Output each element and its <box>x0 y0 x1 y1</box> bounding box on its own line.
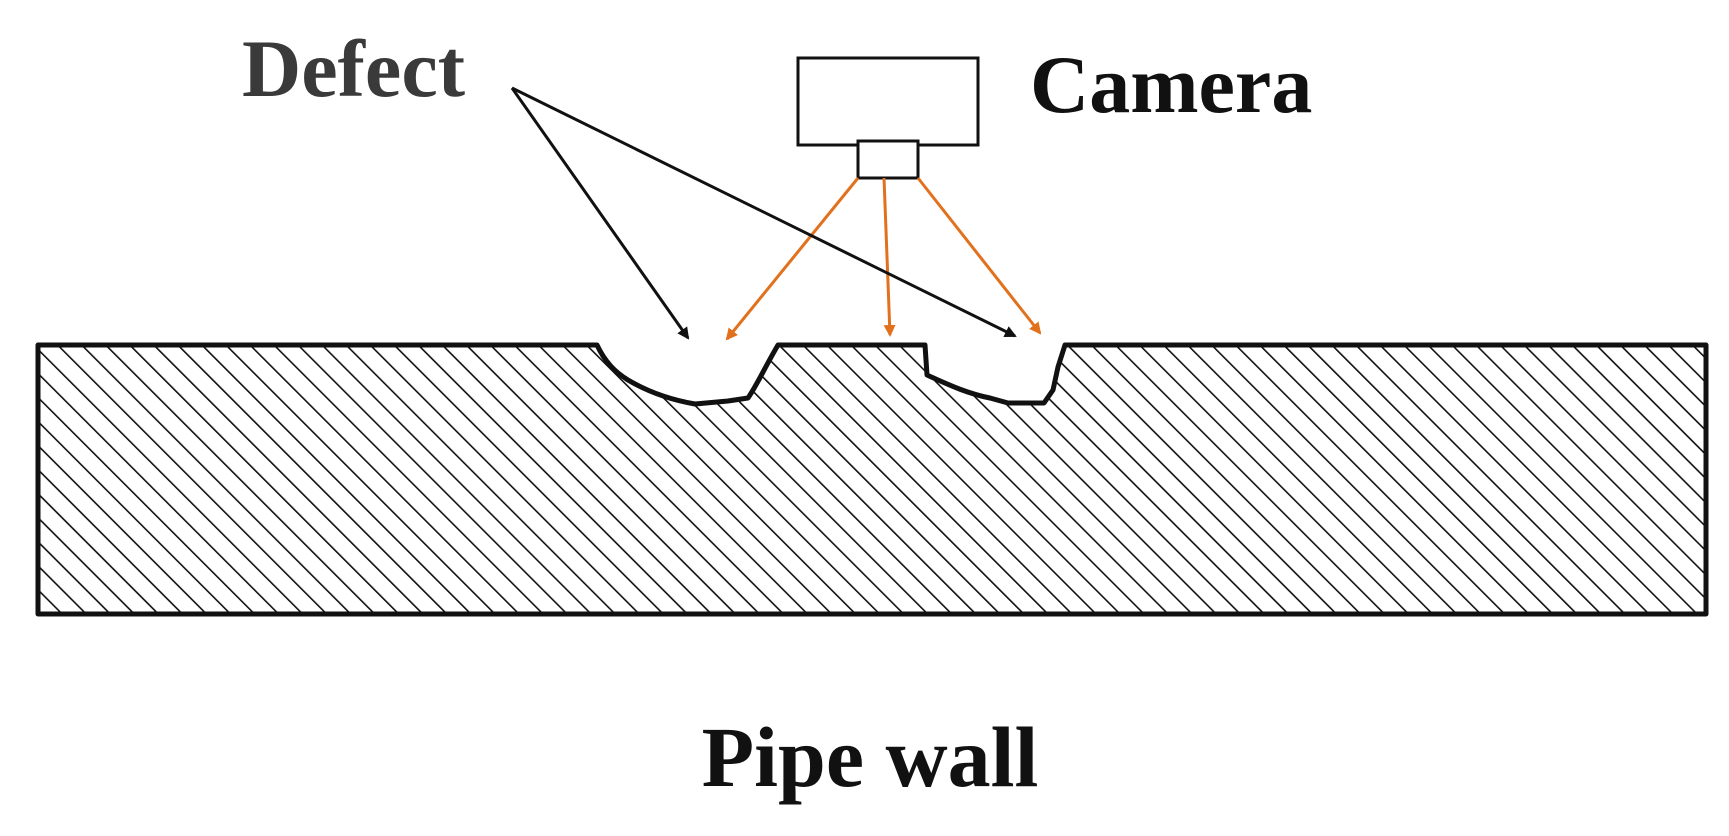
camera-lens <box>856 139 920 180</box>
camera-ray-center <box>882 177 896 337</box>
camera-label: Camera <box>1030 39 1312 130</box>
pipe-wall-section <box>35 342 1709 617</box>
camera-body <box>796 56 980 147</box>
camera-ray-right <box>916 177 1042 335</box>
camera-ray-left <box>725 177 860 341</box>
defect-arrow-left <box>510 87 690 340</box>
defect-arrow-right <box>511 86 1017 338</box>
defect-label: Defect <box>242 23 465 114</box>
camera-icon <box>796 56 980 180</box>
pipe-wall-label: Pipe wall <box>702 709 1039 805</box>
